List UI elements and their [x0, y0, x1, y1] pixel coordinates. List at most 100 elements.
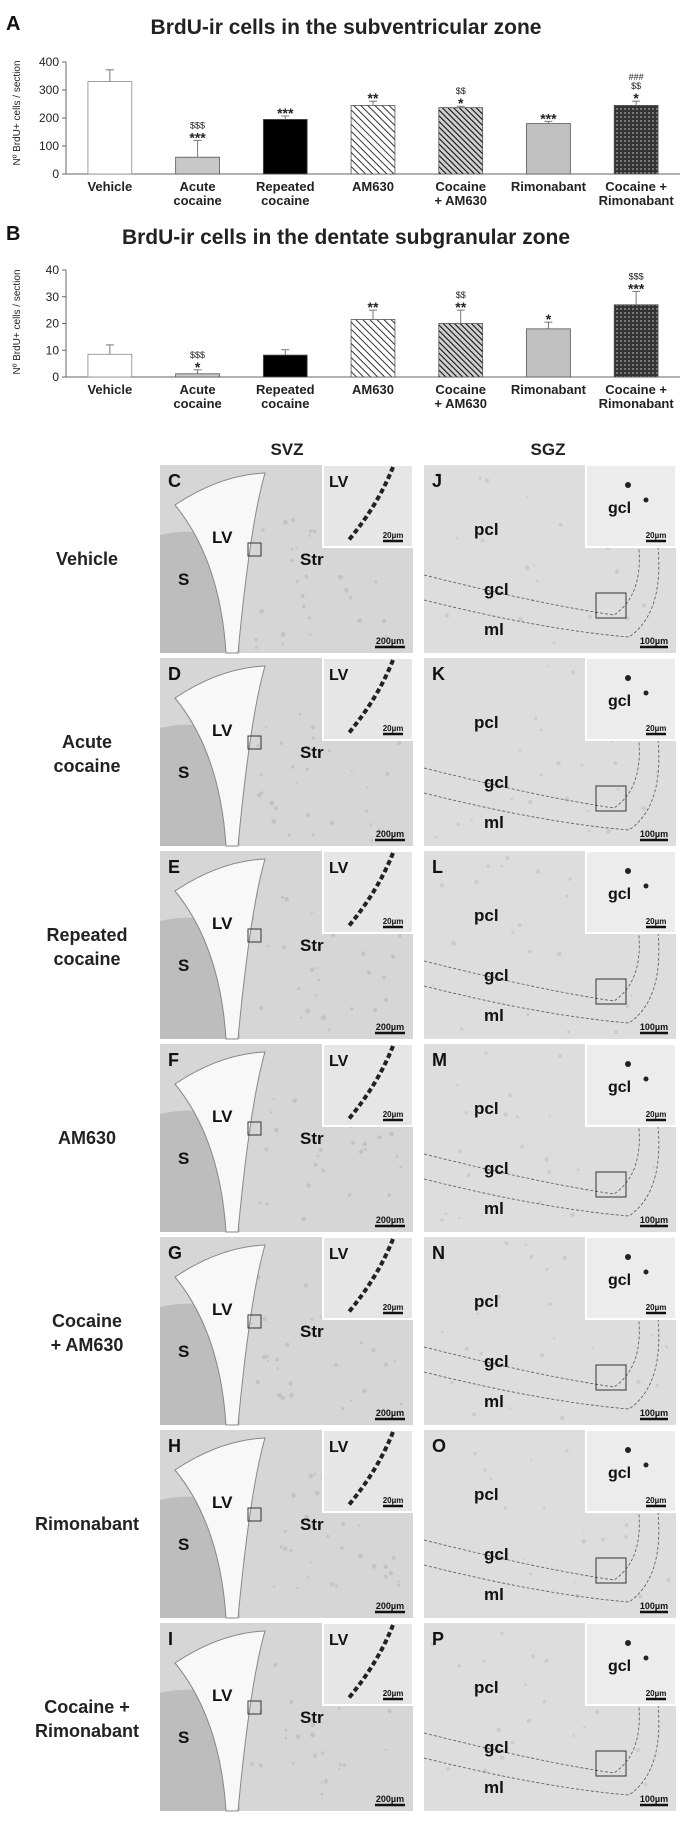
gcl-label: gcl	[484, 1738, 509, 1757]
tissue-texture	[377, 1135, 381, 1139]
tissue-texture	[562, 1255, 567, 1260]
significance-annotation: *	[546, 311, 552, 327]
tissue-texture	[340, 1546, 344, 1550]
tissue-texture	[524, 1683, 527, 1687]
tissue-texture	[297, 987, 301, 991]
tissue-texture	[313, 1473, 317, 1476]
tissue-texture	[436, 472, 442, 477]
tissue-texture	[451, 941, 457, 947]
inset-labeled-cell	[643, 1462, 649, 1468]
tissue-texture	[321, 1168, 326, 1173]
tissue-texture	[393, 1359, 396, 1362]
pcl-label: pcl	[474, 1678, 499, 1697]
tissue-texture	[261, 528, 265, 532]
tissue-texture	[397, 1580, 400, 1584]
svz-inset	[322, 1622, 414, 1706]
row-label: cocaine	[53, 756, 120, 776]
tissue-texture	[283, 1546, 288, 1551]
pcl-label: pcl	[474, 520, 499, 539]
tissue-texture	[383, 997, 389, 1002]
bar	[87, 81, 133, 175]
scale-bar-label: 20µm	[383, 1110, 404, 1119]
tissue-texture	[530, 1458, 533, 1461]
tissue-texture	[257, 792, 262, 798]
tissue-texture	[289, 1392, 294, 1398]
bar	[350, 105, 396, 175]
significance-annotation: ***	[628, 280, 645, 296]
scale-bar-label: 20µm	[383, 1303, 404, 1312]
ml-label: ml	[484, 1585, 504, 1604]
tissue-texture	[291, 1761, 295, 1765]
column-header-svz: SVZ	[270, 440, 303, 459]
inset-gcl-label: gcl	[608, 1658, 631, 1675]
tissue-texture	[300, 593, 305, 598]
tissue-texture	[298, 712, 302, 716]
tissue-texture	[458, 1216, 461, 1220]
tissue-texture	[305, 812, 310, 818]
tissue-texture	[329, 1582, 334, 1587]
tissue-texture	[430, 1642, 435, 1647]
tissue-texture	[295, 781, 298, 784]
tissue-texture	[292, 1098, 298, 1104]
tissue-texture	[272, 1098, 275, 1101]
tissue-texture	[280, 895, 284, 900]
inset-region-box	[595, 978, 627, 1005]
x-category-label: Cocaine	[435, 382, 486, 397]
tissue-texture	[348, 595, 353, 600]
lateral-ventricle	[174, 1630, 266, 1812]
tissue-texture	[310, 1317, 314, 1321]
tissue-texture	[568, 877, 572, 881]
row-label: Acute	[62, 732, 112, 752]
tissue-texture	[351, 1140, 356, 1145]
septum-label: S	[178, 956, 189, 975]
sgz-inset	[585, 1043, 677, 1127]
inset-gcl-label: gcl	[608, 1079, 631, 1096]
tissue-texture	[548, 1302, 552, 1307]
y-tick-label: 0	[52, 167, 59, 181]
tissue-texture	[280, 1395, 285, 1401]
chart-b: B BrdU-ir cells in the dentate subgranul…	[6, 223, 680, 411]
panel-letter: C	[168, 471, 181, 491]
tissue-texture	[291, 765, 295, 769]
inset-lv-label: LV	[329, 667, 349, 684]
tissue-texture	[256, 744, 260, 748]
tissue-texture	[517, 923, 522, 928]
pcl-label: pcl	[474, 906, 499, 925]
tissue-texture	[642, 603, 647, 608]
significance-annotation: *	[195, 359, 201, 375]
tissue-texture	[284, 1728, 288, 1732]
tissue-texture	[328, 749, 332, 753]
striatum-label: Str	[300, 1129, 324, 1148]
tissue-texture	[377, 829, 382, 833]
tissue-texture	[364, 809, 368, 813]
striatum-label: Str	[300, 1322, 324, 1341]
inset-labeled-cells	[346, 659, 395, 736]
bar	[526, 123, 571, 175]
inset-lv-label: LV	[329, 860, 349, 877]
layer-boundary	[423, 1266, 660, 1410]
tissue-texture	[473, 1451, 477, 1456]
y-tick-label: 300	[39, 83, 59, 97]
tissue-texture	[316, 1154, 320, 1158]
tissue-texture	[310, 911, 313, 914]
scale-bar-label: 20µm	[646, 1303, 667, 1312]
tissue-texture	[638, 1594, 643, 1599]
gcl-label: gcl	[484, 580, 509, 599]
tissue-texture	[565, 1448, 569, 1453]
tissue-texture	[260, 791, 264, 795]
inset-region-box	[247, 1507, 262, 1522]
tissue-texture	[335, 1584, 338, 1588]
inset-lv-label: LV	[329, 1632, 349, 1649]
tissue-texture	[498, 1747, 501, 1751]
panel-letter: G	[168, 1243, 182, 1263]
tissue-texture	[473, 1684, 478, 1690]
svz-inset	[322, 1429, 414, 1513]
lateral-ventricle	[174, 1051, 266, 1233]
tissue-texture	[371, 1348, 376, 1353]
tissue-texture	[310, 1732, 316, 1738]
tissue-texture	[318, 1147, 323, 1152]
scale-bar-label: 100µm	[640, 1794, 668, 1804]
